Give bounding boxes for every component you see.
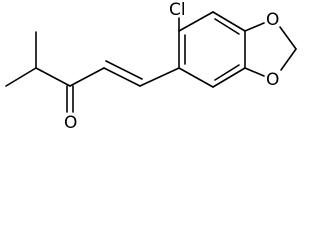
bond-carbonyl-alpha (69, 67, 105, 87)
bond-ring-3 (212, 11, 246, 32)
bond-ring-inner-2 (214, 18, 240, 35)
atom-label-ketone-oxygen: O (64, 113, 77, 133)
bond-ring-inner-3 (214, 64, 240, 81)
bond-vinyl-aryl (139, 67, 180, 87)
bond-alkene-1 (103, 67, 141, 87)
bond-ch2-oxygen-bottom (280, 48, 297, 71)
bond-ring-6 (178, 67, 214, 88)
bond-alkene-2 (105, 60, 143, 80)
chemical-structure: Cl O O O (5, 0, 297, 133)
bond-isopropyl-carbonyl (35, 67, 71, 87)
atom-label-chlorine: Cl (169, 0, 186, 20)
bond-methyl-left (5, 67, 37, 87)
bond-ring-5 (212, 67, 246, 88)
atom-label-dioxole-oxygen-top: O (266, 10, 279, 30)
bond-oxygen-top-ch2 (279, 26, 297, 50)
bond-ring-2 (178, 11, 214, 32)
bond-ring-oxygen-top (244, 22, 265, 32)
atom-label-dioxole-oxygen-bottom: O (266, 70, 279, 90)
bond-ring-oxygen-bottom (244, 67, 265, 77)
